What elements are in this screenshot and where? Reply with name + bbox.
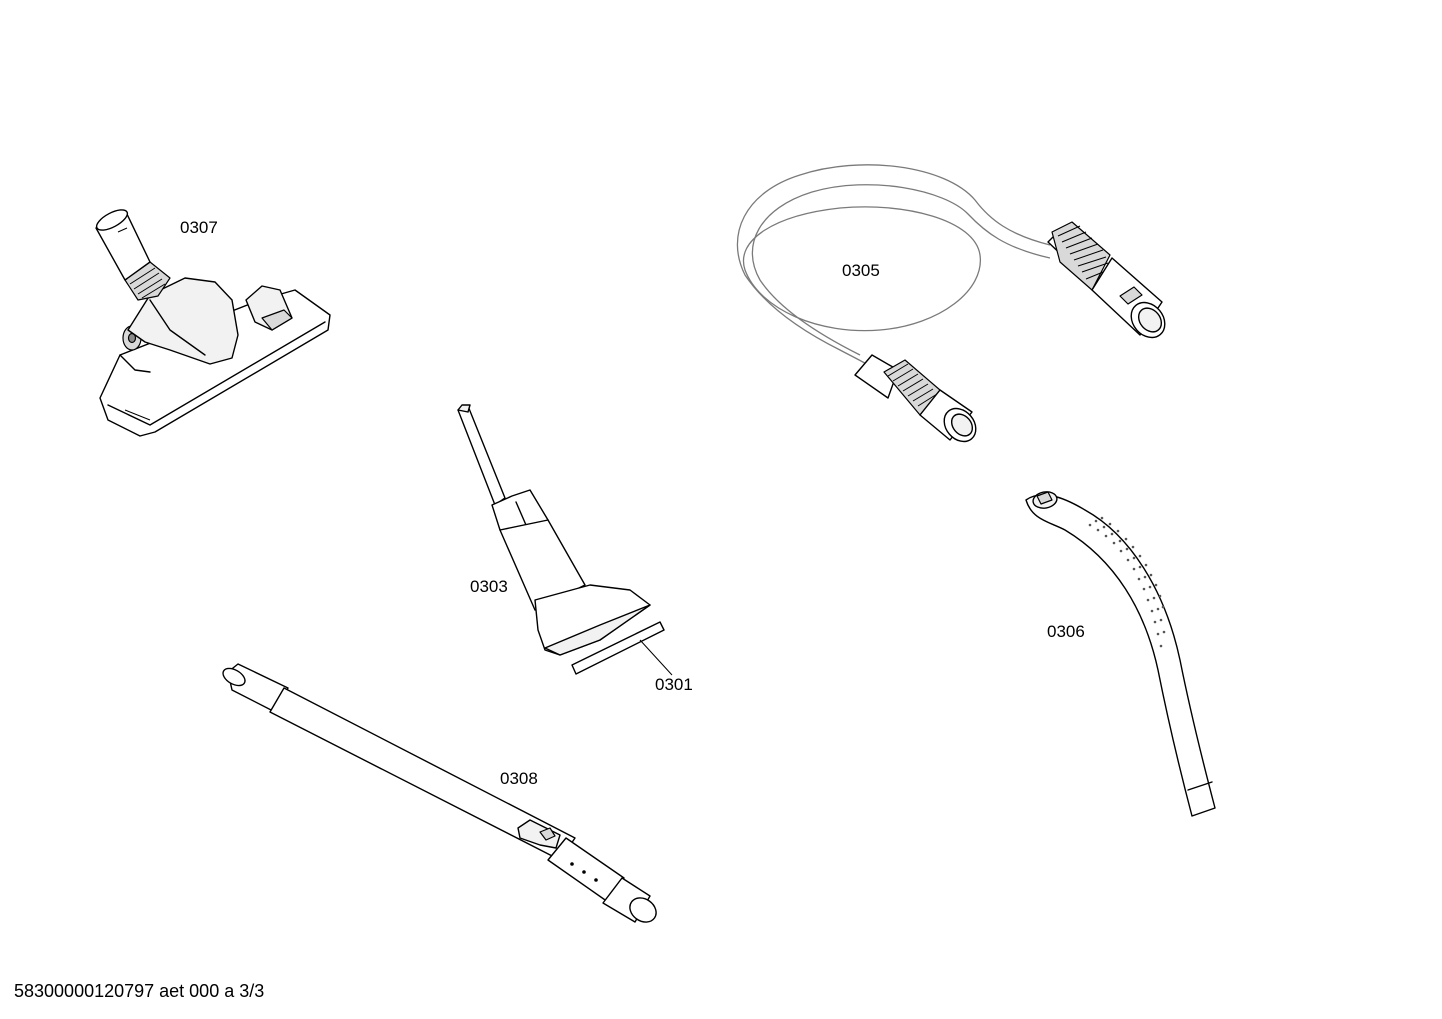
hose-handle-drawing	[1025, 491, 1216, 817]
part-label-floor-nozzle: 0307	[180, 218, 218, 237]
part-label-hose-handle: 0306	[1047, 622, 1085, 641]
part-label-telescopic-tube: 0308	[500, 769, 538, 788]
floor-nozzle-drawing	[95, 209, 331, 437]
part-label-upholstery-nozzle: 0303	[470, 577, 508, 596]
part-label-suction-hose: 0305	[842, 261, 880, 280]
document-code: 58300000120797 aet 000 a 3/3	[14, 981, 264, 1001]
telescopic-tube-drawing	[222, 663, 657, 923]
suction-hose-drawing	[736, 164, 1166, 443]
nozzle-strip-drawing	[571, 621, 673, 676]
part-labels: 0307 0305 0303 0301 0306 0308	[180, 218, 1085, 788]
part-label-nozzle-strip: 0301	[655, 675, 693, 694]
upholstery-nozzle-drawing	[457, 404, 651, 656]
